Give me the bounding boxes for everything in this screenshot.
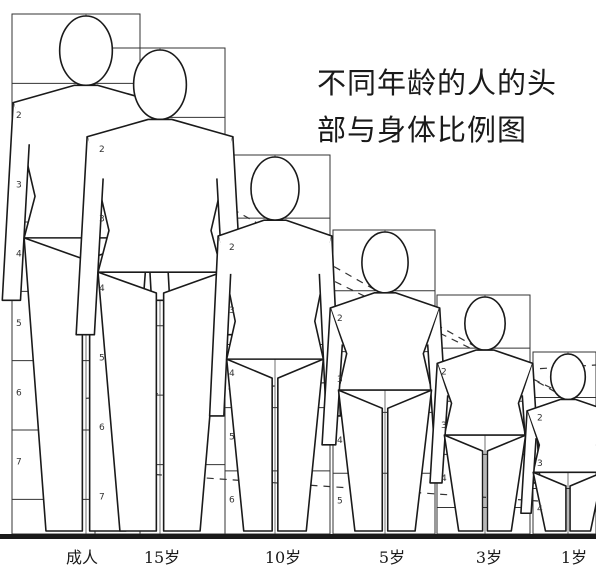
- age-label-15: 15岁: [143, 548, 181, 567]
- grid-number: 4: [337, 436, 343, 446]
- age-label-5: 5岁: [378, 548, 406, 567]
- right-leg: [162, 271, 223, 532]
- grid-number: 6: [229, 495, 235, 505]
- grid-number: 6: [16, 388, 22, 398]
- right-leg: [569, 474, 596, 532]
- right-leg: [277, 358, 325, 532]
- grid-number: 6: [99, 423, 105, 433]
- age-label-1: 1岁: [560, 548, 588, 567]
- head: [464, 296, 506, 351]
- left-leg: [97, 271, 158, 532]
- right-leg: [386, 389, 433, 532]
- head: [58, 15, 114, 87]
- grid-numerals: 2 3 4 5 6 7 2 3 4 5 6 7 2 3 4 5 6 2 3 4 5 2 3 4 2 3 4: [16, 111, 543, 514]
- age-label-3: 3岁: [475, 548, 503, 567]
- torso: [436, 349, 534, 436]
- torso: [217, 219, 333, 360]
- grid-number: 5: [337, 497, 343, 507]
- torso: [329, 292, 441, 391]
- left-arm: [75, 136, 104, 336]
- grid-number: 7: [16, 458, 22, 468]
- head: [361, 231, 409, 294]
- ground-line: [0, 534, 596, 539]
- left-leg: [23, 237, 84, 532]
- grid-number: 4: [537, 504, 543, 514]
- right-leg: [486, 434, 527, 532]
- figure-4: [429, 296, 541, 532]
- diagram-title-line-2: 部与身体比例图: [317, 113, 528, 147]
- grid-number: 3: [537, 459, 543, 469]
- grid-number: 2: [337, 314, 343, 324]
- figure-5: [520, 353, 596, 532]
- human-figures: [1, 15, 596, 532]
- left-arm: [1, 102, 31, 302]
- grid-number: 4: [441, 474, 447, 484]
- left-leg: [532, 471, 567, 532]
- grid-number: 2: [16, 111, 22, 121]
- grid-number: 2: [537, 413, 543, 423]
- diagram-title-line-1: 不同年龄的人的头: [317, 66, 558, 100]
- grid-number: 2: [229, 243, 235, 253]
- age-label-10: 10岁: [264, 548, 302, 567]
- left-leg: [225, 358, 273, 532]
- grid-number: 2: [99, 145, 105, 155]
- grid-number: 5: [99, 353, 105, 363]
- torso: [526, 398, 596, 474]
- head: [549, 353, 587, 401]
- left-leg: [337, 389, 384, 532]
- grid-number: 3: [441, 421, 447, 431]
- grid-number: 4: [229, 369, 235, 379]
- grid-number: 5: [229, 432, 235, 442]
- grid-number: 5: [16, 319, 22, 329]
- grid-number: 4: [99, 284, 105, 294]
- head: [132, 49, 188, 121]
- left-arm: [208, 235, 232, 417]
- head: [250, 156, 300, 221]
- grid-number: 4: [16, 250, 22, 260]
- left-leg: [443, 434, 484, 532]
- grid-number: 3: [16, 180, 22, 190]
- grid-number: 3: [337, 375, 343, 385]
- torso: [86, 118, 234, 273]
- grid-number: 7: [99, 492, 105, 502]
- grid-number: 2: [441, 368, 447, 378]
- grid-number: 3: [229, 306, 235, 316]
- age-label-adult: 成人: [65, 548, 99, 567]
- grid-number: 3: [99, 215, 105, 225]
